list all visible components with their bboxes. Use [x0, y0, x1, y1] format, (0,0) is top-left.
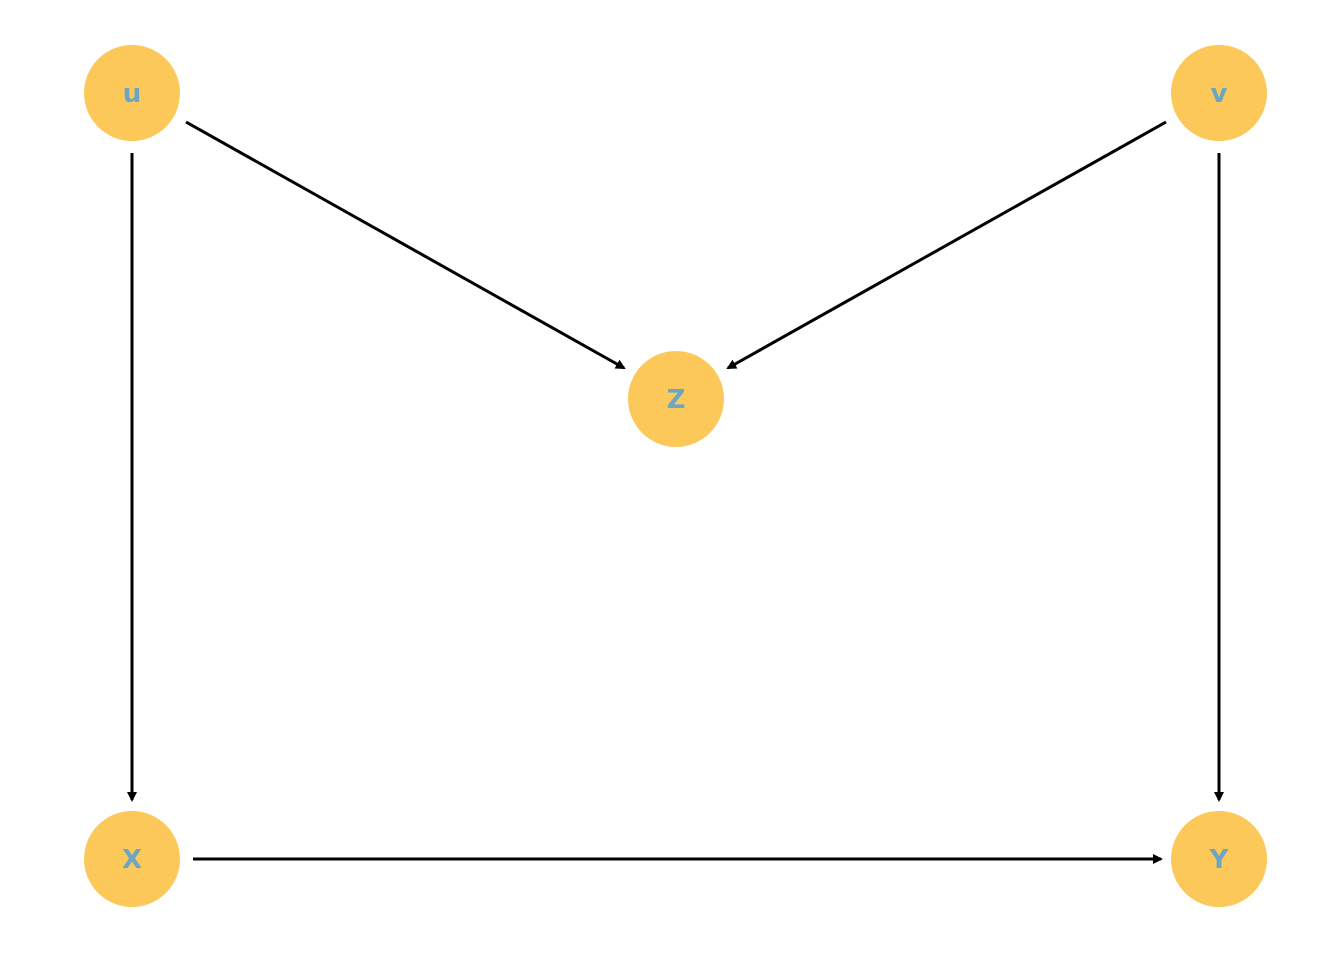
node-z-circle — [628, 351, 724, 447]
node-v-circle — [1171, 45, 1267, 141]
node-u: u — [84, 45, 180, 141]
node-x: X — [84, 811, 180, 907]
node-x-label: X — [122, 845, 142, 875]
node-y-circle — [1171, 811, 1267, 907]
node-u-label: u — [123, 79, 142, 109]
node-y: Y — [1171, 811, 1267, 907]
edge-u-to-z — [185, 120, 626, 370]
edges — [127, 120, 1224, 864]
node-y-label: Y — [1209, 845, 1230, 875]
node-v-label: v — [1211, 79, 1228, 109]
node-z-label: Z — [667, 385, 686, 415]
edge-v-to-z — [726, 120, 1167, 370]
node-z: Z — [628, 351, 724, 447]
node-v: v — [1171, 45, 1267, 141]
node-u-circle — [84, 45, 180, 141]
node-x-circle — [84, 811, 180, 907]
